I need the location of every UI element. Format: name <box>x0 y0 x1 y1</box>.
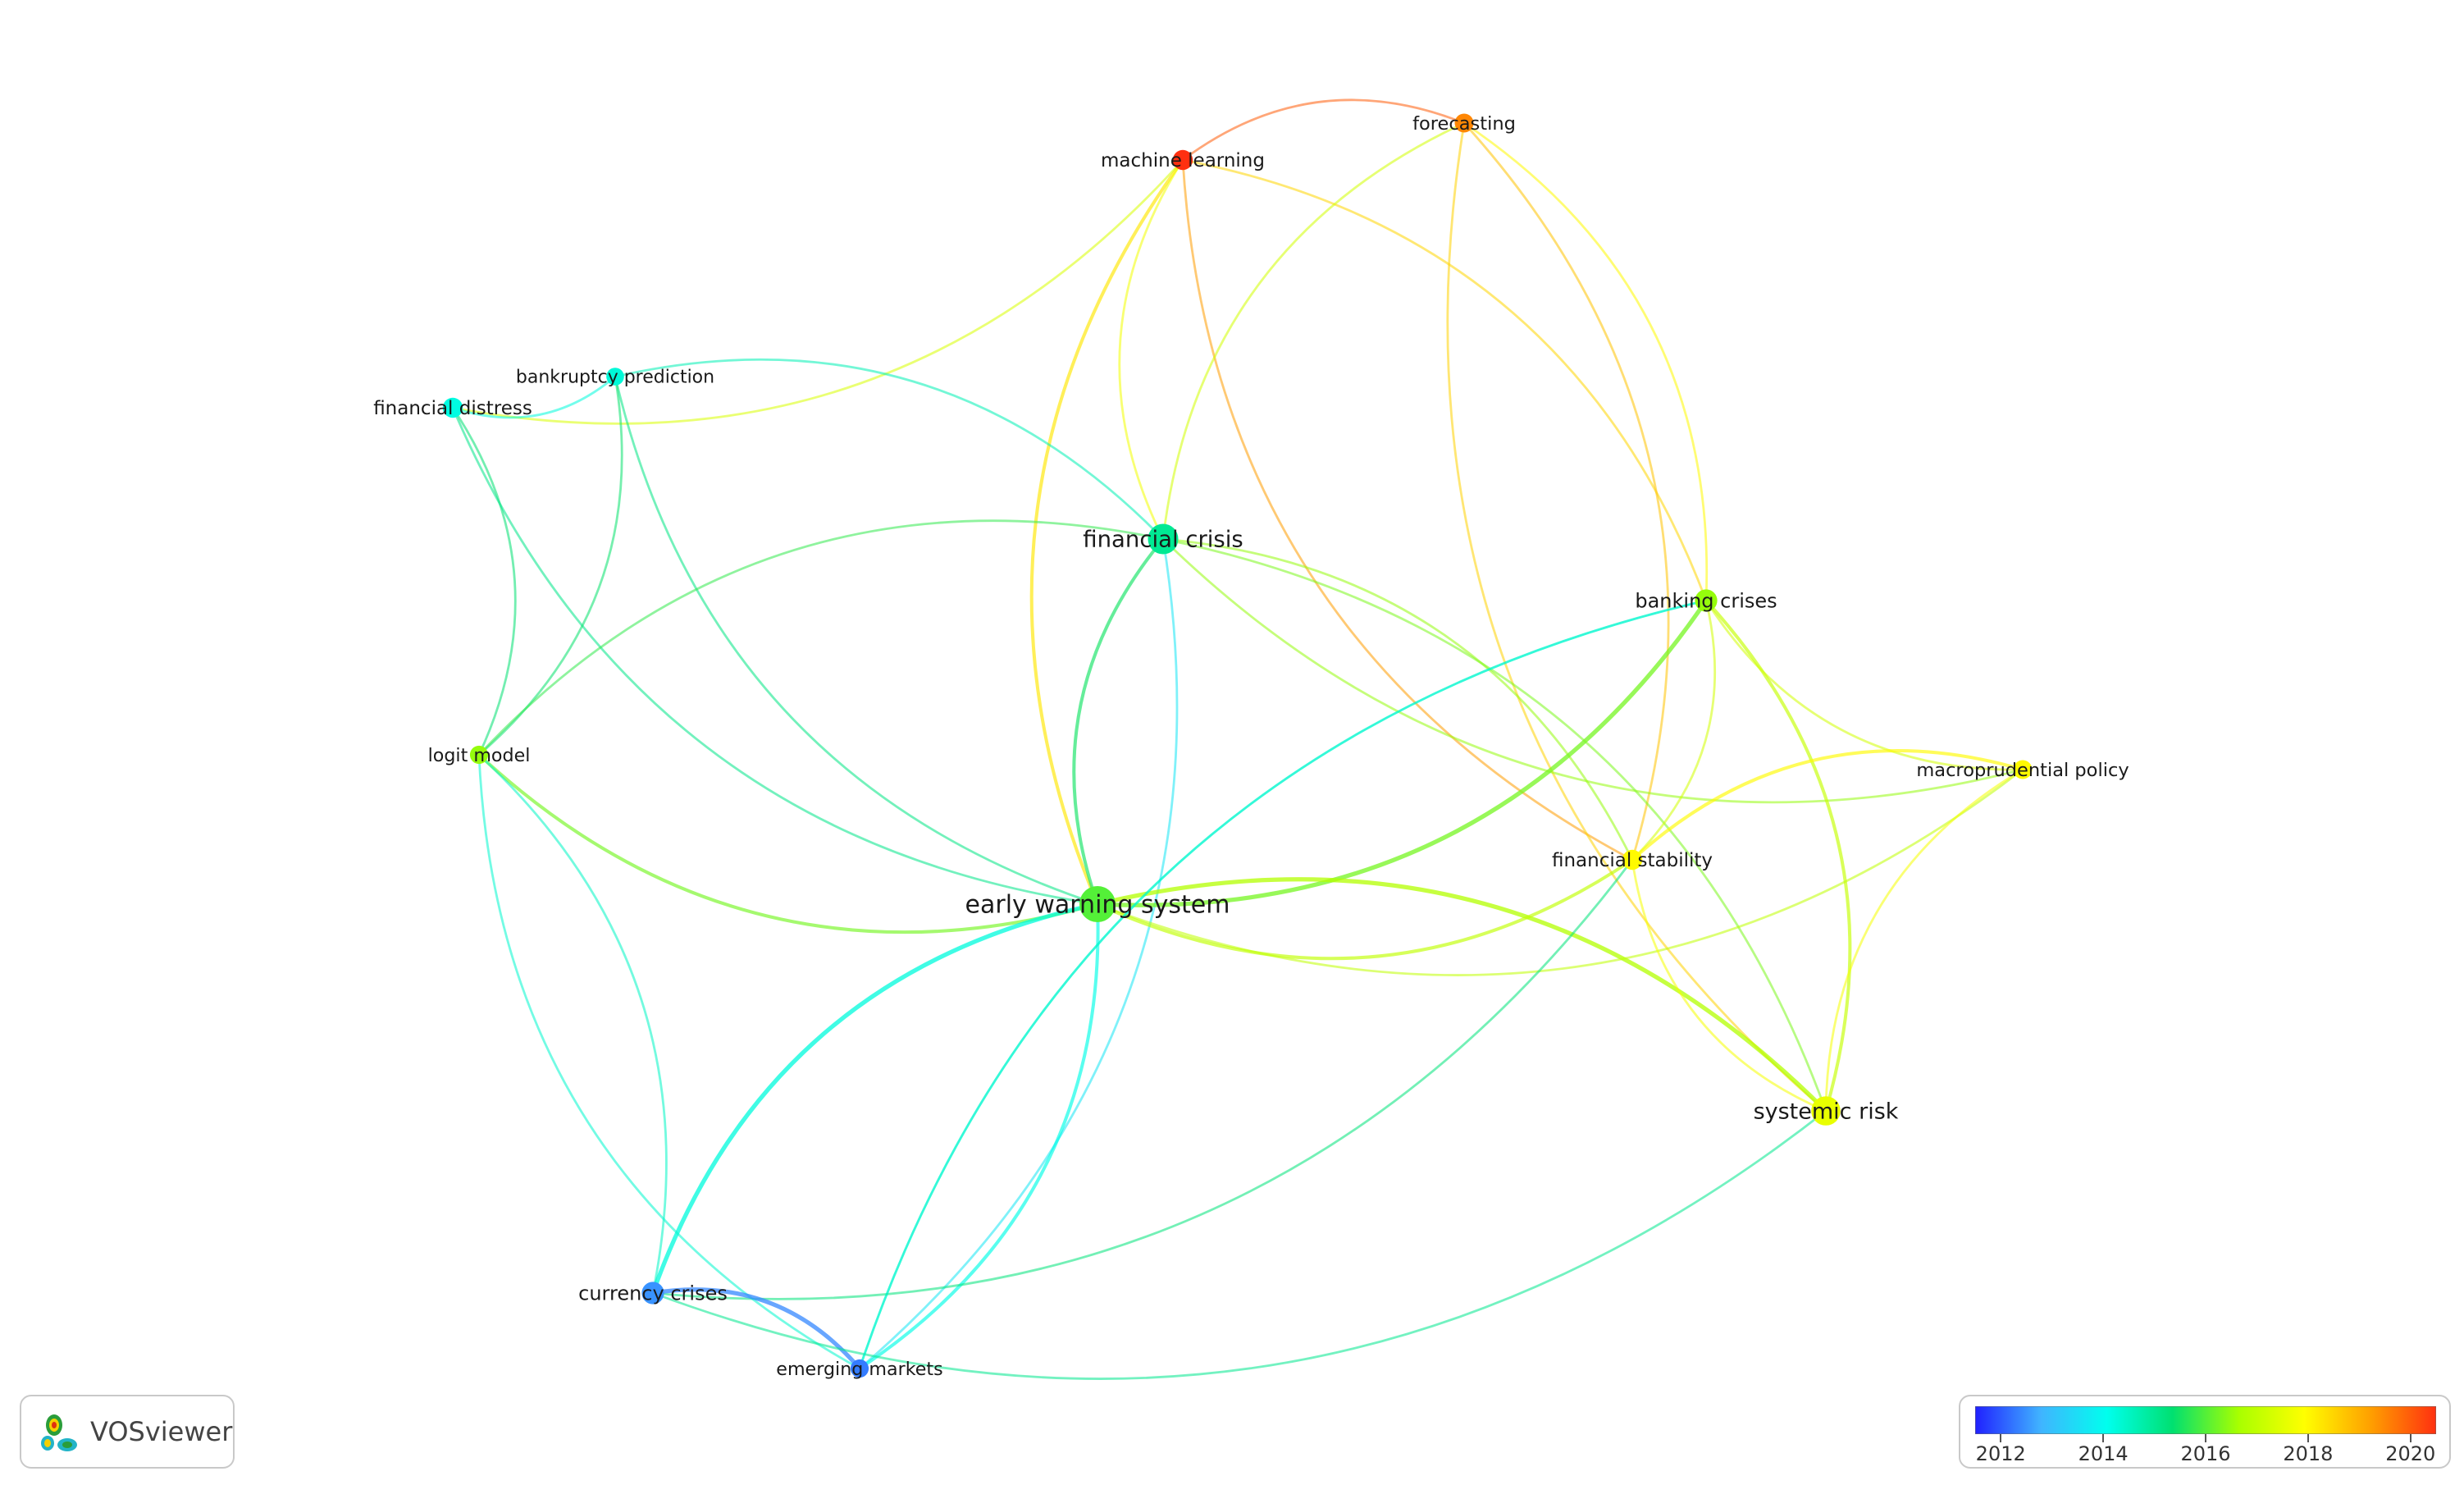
node-bp[interactable] <box>606 368 624 386</box>
vosviewer-brand-box: VOSviewer <box>20 1395 235 1469</box>
link-fore-fs <box>1462 122 1670 861</box>
link-lm-cc <box>478 753 668 1294</box>
node-label-fore[interactable]: forecasting <box>1412 113 1516 135</box>
node-lm[interactable] <box>469 745 489 765</box>
node-label-sr[interactable]: systemic risk <box>1754 1099 1899 1124</box>
labels-layer: early warning system financial crisis mach… <box>373 113 2129 1380</box>
link-ews-em <box>858 903 1100 1370</box>
link-ews-mp <box>1097 768 2024 976</box>
legend-tick-2012 <box>2000 1434 2002 1442</box>
vosviewer-logo-icon <box>41 1414 77 1451</box>
link-mp-sr <box>1824 768 2024 1112</box>
node-label-lm[interactable]: logit model <box>428 745 531 766</box>
link-fore-fc <box>1161 121 1465 540</box>
link-fc-fs <box>1162 537 1634 861</box>
node-label-bc[interactable]: banking crises <box>1635 589 1777 612</box>
node-mp[interactable] <box>2013 760 2033 779</box>
link-ml-fs <box>1181 159 1633 861</box>
link-ews-sr <box>1097 877 1827 1113</box>
legend-tick-label-2014: 2014 <box>2078 1442 2129 1465</box>
legend-tick-2018 <box>2307 1434 2309 1442</box>
node-label-fc[interactable]: financial crisis <box>1083 527 1243 553</box>
node-sr[interactable] <box>1811 1096 1841 1126</box>
node-label-mp[interactable]: macroprudential policy <box>1916 760 2129 781</box>
link-fc-lm <box>477 519 1164 756</box>
link-bc-sr <box>1704 599 1852 1112</box>
link-lm-em <box>477 754 860 1370</box>
link-ml-ews <box>1029 158 1184 905</box>
link-fs-sr <box>1631 859 1827 1113</box>
node-label-ml[interactable]: machine learning <box>1101 150 1265 171</box>
link-ml-bc <box>1182 158 1708 601</box>
node-label-fs[interactable]: financial stability <box>1552 850 1713 871</box>
link-ews-bc <box>1097 599 1709 907</box>
legend-tick-label-2012: 2012 <box>1975 1442 2026 1465</box>
link-bc-mp <box>1704 600 2024 771</box>
legend-tick-2020 <box>2409 1434 2412 1442</box>
overlay-color-legend: 2012 2014 2016 2018 2020 <box>1959 1395 2451 1469</box>
link-bp-fc <box>614 358 1165 540</box>
node-fore[interactable] <box>1454 113 1474 133</box>
link-fc-sr <box>1162 537 1827 1112</box>
link-fc-mp <box>1162 537 2024 804</box>
link-cc-em <box>652 1287 861 1370</box>
node-fs[interactable] <box>1622 849 1643 870</box>
link-ews-fs <box>1097 858 1634 961</box>
node-label-em[interactable]: emerging markets <box>776 1359 942 1380</box>
link-em-bc <box>858 599 1707 1369</box>
link-fc-em <box>859 538 1179 1370</box>
node-bc[interactable] <box>1695 589 1718 612</box>
node-label-bp[interactable]: bankruptcy prediction <box>516 368 714 388</box>
legend-tick-2016 <box>2205 1434 2206 1442</box>
node-ews[interactable] <box>1079 886 1116 922</box>
link-fore-sr <box>1446 122 1827 1113</box>
legend-tick-2014 <box>2102 1434 2105 1442</box>
link-fd-lm <box>451 407 517 756</box>
node-cc[interactable] <box>641 1282 664 1305</box>
link-fs-cc <box>652 859 1634 1300</box>
link-bp-ews <box>614 376 1098 906</box>
link-fd-ews <box>451 407 1098 906</box>
link-ml-fc <box>1118 159 1184 540</box>
node-label-cc[interactable]: currency crises <box>578 1282 728 1305</box>
link-fc-ews <box>1072 537 1165 905</box>
node-ml[interactable] <box>1172 149 1193 171</box>
link-bc-em <box>858 599 1707 1369</box>
node-fc[interactable] <box>1148 523 1179 555</box>
legend-tick-label-2016: 2016 <box>2180 1442 2231 1465</box>
link-bc-fs <box>1631 600 1717 861</box>
link-ml-fore <box>1182 98 1465 162</box>
link-fd-bp <box>452 375 616 419</box>
links-layer <box>451 98 2024 1380</box>
link-fs-mp <box>1631 749 2024 861</box>
node-fd[interactable] <box>442 397 463 418</box>
app-name: VOSviewer <box>90 1416 233 1447</box>
legend-tick-label-2018: 2018 <box>2283 1442 2334 1465</box>
link-cc-sr <box>652 1109 1827 1380</box>
link-ml-fd <box>452 159 1184 425</box>
legend-tick-label-2020: 2020 <box>2385 1442 2436 1465</box>
legend-gradient-bar <box>1975 1406 2436 1434</box>
link-ews-lm <box>477 753 1098 934</box>
nodes-layer <box>442 113 2033 1378</box>
link-fore-bc <box>1463 121 1709 601</box>
node-em[interactable] <box>850 1359 869 1378</box>
node-label-ews[interactable]: early warning system <box>965 891 1230 920</box>
link-ews-cc <box>650 902 1098 1294</box>
node-label-fd[interactable]: financial distress <box>373 398 532 419</box>
